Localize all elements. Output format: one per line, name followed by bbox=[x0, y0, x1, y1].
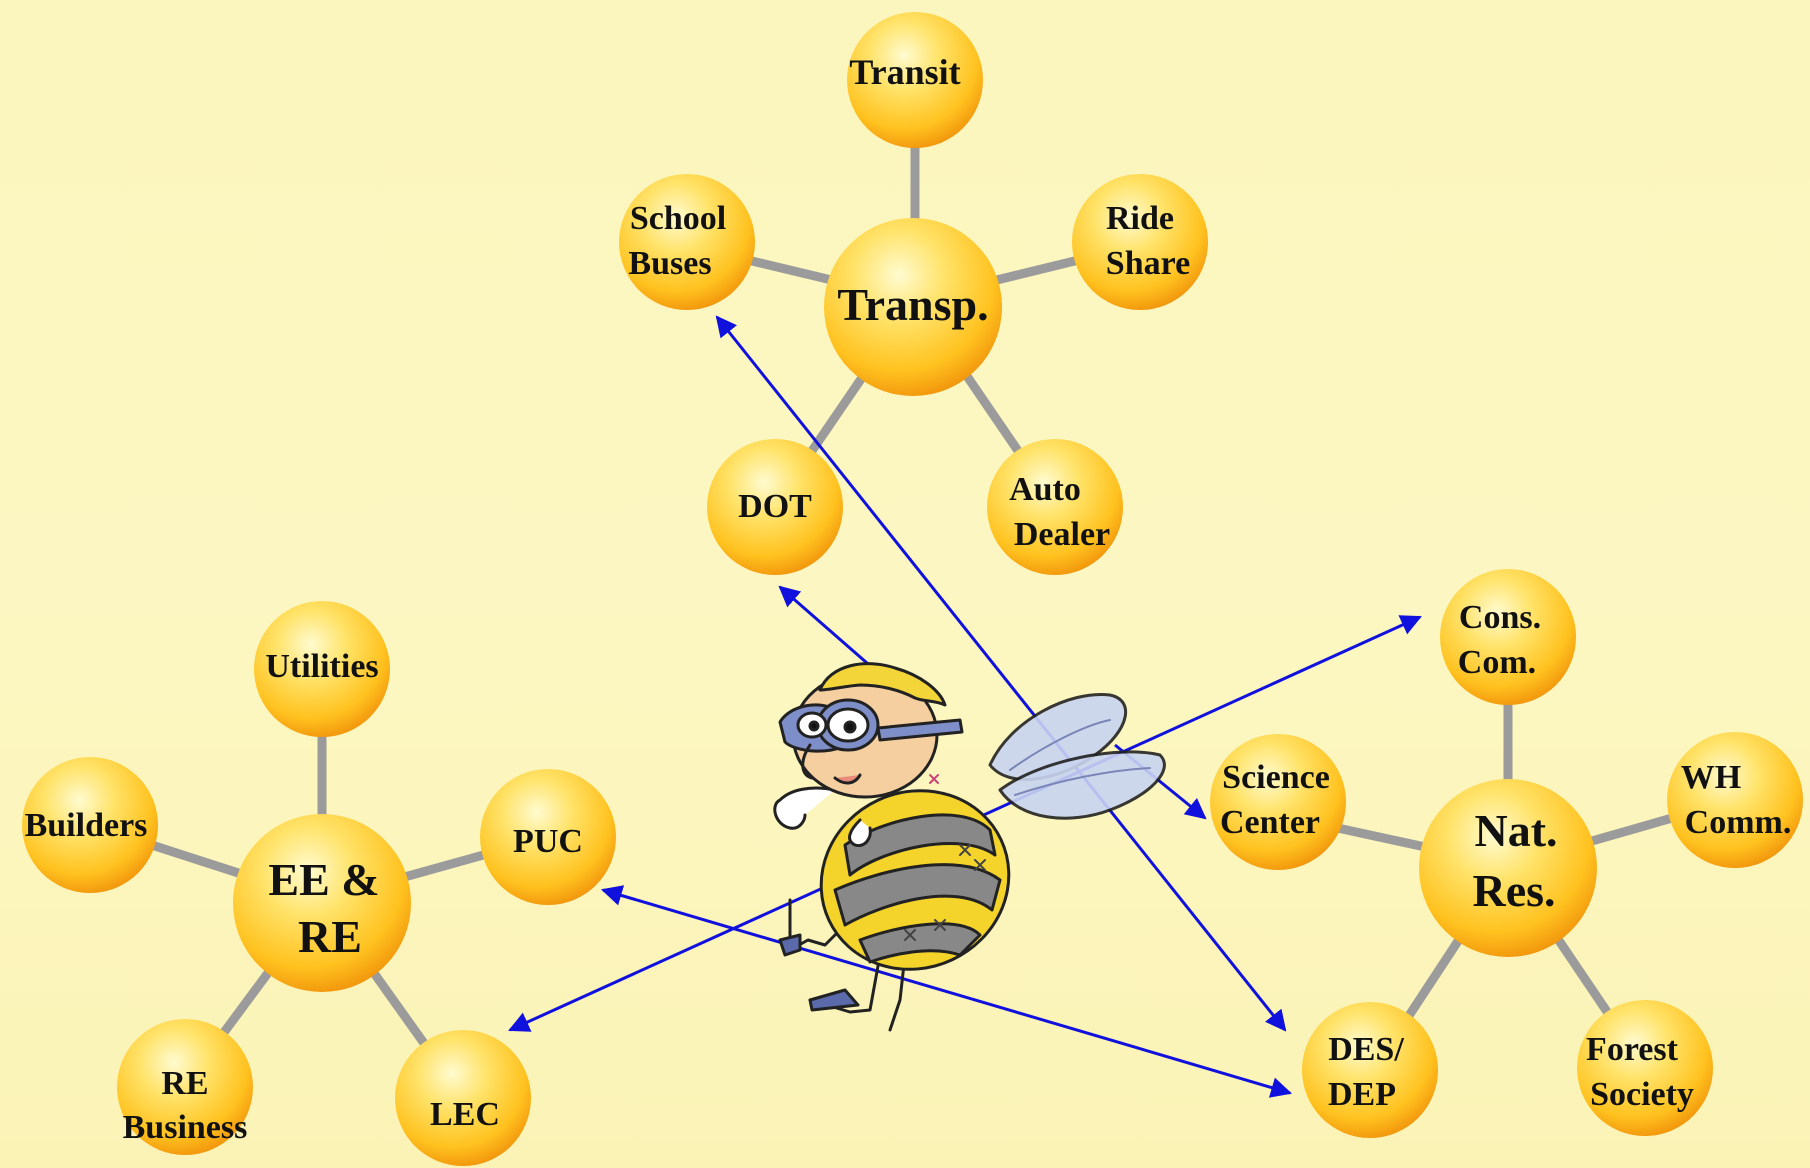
node-builders[interactable]: Builders bbox=[22, 757, 158, 893]
auto-dealer-label-line1: Auto bbox=[1009, 471, 1081, 508]
node-utilities[interactable]: Utilities bbox=[254, 601, 390, 737]
node-re-business[interactable]: RE Business bbox=[117, 1019, 253, 1155]
wh-comm-label-line2: Comm. bbox=[1685, 804, 1792, 841]
forest-society-label-line2: Society bbox=[1590, 1076, 1694, 1113]
ride-share-label-line1: Ride bbox=[1106, 200, 1174, 237]
influence-arrows bbox=[508, 315, 1422, 1098]
transp-hub-label: Transp. bbox=[837, 279, 988, 330]
node-cons-com[interactable]: Cons. Com. bbox=[1440, 569, 1576, 705]
des-dep-label-line2: DEP bbox=[1328, 1076, 1396, 1113]
utilities-label: Utilities bbox=[265, 648, 378, 685]
cons-com-label-line1: Cons. bbox=[1459, 599, 1541, 636]
node-ride-share[interactable]: Ride Share bbox=[1072, 174, 1208, 310]
node-auto-dealer[interactable]: Auto Dealer bbox=[987, 439, 1123, 575]
auto-dealer-label-line2: Dealer bbox=[1014, 516, 1110, 553]
science-center-label-line2: Center bbox=[1220, 804, 1320, 841]
natres-hub-label-line2: Res. bbox=[1472, 865, 1555, 916]
node-school-buses[interactable]: School Buses bbox=[619, 174, 755, 310]
re-business-label-line1: RE bbox=[161, 1065, 208, 1102]
puc-label: PUC bbox=[513, 823, 583, 860]
arrow-puc-des-dep bbox=[600, 885, 1293, 1098]
arrow-to-dot bbox=[778, 585, 876, 672]
node-science-center[interactable]: Science Center bbox=[1210, 734, 1346, 870]
node-wh-comm[interactable]: WH Comm. bbox=[1667, 732, 1803, 868]
ride-share-label-line2: Share bbox=[1106, 245, 1190, 282]
natres-hub-label-line1: Nat. bbox=[1474, 805, 1557, 856]
wh-comm-label-line1: WH bbox=[1681, 759, 1741, 796]
re-business-label-line2: Business bbox=[123, 1109, 248, 1146]
node-lec[interactable]: LEC bbox=[395, 1030, 531, 1166]
eere-hub-label-line1: EE & bbox=[268, 854, 379, 905]
transit-label: Transit bbox=[849, 52, 960, 92]
eere-hub-label-line2: RE bbox=[298, 911, 362, 962]
des-dep-label-line1: DES/ bbox=[1328, 1031, 1404, 1068]
cons-com-label-line2: Com. bbox=[1458, 644, 1536, 681]
node-puc[interactable]: PUC bbox=[480, 769, 616, 905]
node-transit[interactable]: Transit bbox=[847, 12, 983, 148]
builders-label: Builders bbox=[25, 807, 148, 844]
school-buses-label-line2: Buses bbox=[628, 245, 711, 282]
hub-natres[interactable]: Nat. Res. bbox=[1419, 779, 1597, 957]
hub-transp[interactable]: Transp. bbox=[824, 218, 1002, 396]
dot-label: DOT bbox=[738, 488, 812, 525]
science-center-label-line1: Science bbox=[1222, 759, 1330, 796]
bee-mascot-icon bbox=[773, 662, 1166, 1032]
lec-label: LEC bbox=[430, 1096, 500, 1133]
hub-eere[interactable]: EE & RE bbox=[233, 814, 411, 992]
forest-society-label-line1: Forest bbox=[1586, 1031, 1679, 1068]
node-des-dep[interactable]: DES/ DEP bbox=[1302, 1002, 1438, 1138]
node-forest-society[interactable]: Forest Society bbox=[1577, 1000, 1713, 1136]
school-buses-label-line1: School bbox=[630, 200, 726, 237]
node-dot[interactable]: DOT bbox=[707, 439, 843, 575]
